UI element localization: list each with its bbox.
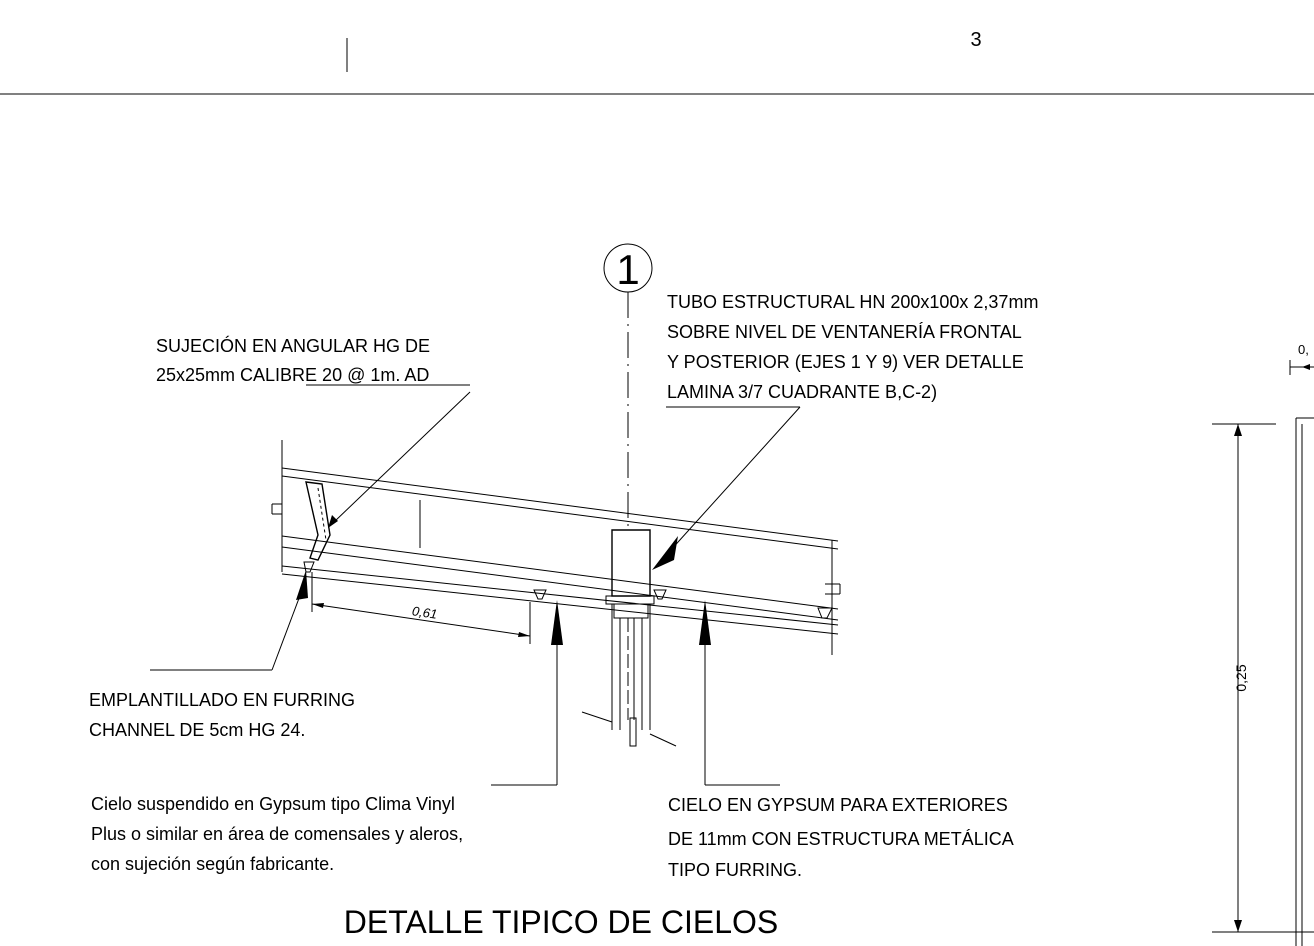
note-line: CIELO EN GYPSUM PARA EXTERIORES — [668, 795, 1008, 815]
angle-bracket — [303, 481, 331, 573]
page-number: 3 — [970, 29, 981, 51]
note-emplantillado: EMPLANTILLADO EN FURRING CHANNEL DE 5cm … — [89, 690, 355, 740]
note-line: EMPLANTILLADO EN FURRING — [89, 690, 355, 710]
top-dimension-label: 0, — [1298, 342, 1309, 357]
note-line: LAMINA 3/7 CUADRANTE B,C-2) — [667, 382, 937, 402]
spacing-dimension-label: 0,61 — [411, 603, 438, 621]
leader-tubo — [652, 406, 801, 570]
leader-cielo-exterior — [699, 600, 780, 786]
note-line: SUJECIÓN EN ANGULAR HG DE — [156, 335, 430, 356]
right-section — [1212, 360, 1314, 946]
spacing-dimension — [311, 572, 531, 644]
structural-tube — [581, 529, 677, 747]
note-line: DE 11mm CON ESTRUCTURA METÁLICA — [668, 829, 1014, 849]
drawing-title: DETALLE TIPICO DE CIELOS — [344, 904, 779, 940]
note-line: Y POSTERIOR (EJES 1 Y 9) VER DETALLE — [667, 352, 1024, 372]
height-dimension-label: 0,25 — [1233, 664, 1249, 691]
furring-channel — [533, 589, 547, 600]
axis-marker-label: 1 — [616, 246, 639, 293]
note-sujecion: SUJECIÓN EN ANGULAR HG DE 25x25mm CALIBR… — [156, 335, 430, 385]
note-line: con sujeción según fabricante. — [91, 854, 334, 874]
note-cielo-suspendido: Cielo suspendido en Gypsum tipo Clima Vi… — [91, 794, 463, 874]
furring-channel — [817, 607, 833, 619]
note-cielo-exterior: CIELO EN GYPSUM PARA EXTERIORES DE 11mm … — [668, 795, 1014, 880]
note-line: TUBO ESTRUCTURAL HN 200x100x 2,37mm — [667, 292, 1038, 312]
note-tubo: TUBO ESTRUCTURAL HN 200x100x 2,37mm SOBR… — [667, 292, 1038, 402]
furring-channel — [653, 589, 667, 600]
note-line: CHANNEL DE 5cm HG 24. — [89, 720, 305, 740]
leader-sujecion — [306, 384, 471, 528]
note-line: 25x25mm CALIBRE 20 @ 1m. AD — [156, 365, 429, 385]
leader-emplantillado — [150, 570, 308, 671]
note-line: Cielo suspendido en Gypsum tipo Clima Vi… — [91, 794, 455, 814]
leader-cielo-suspendido — [491, 600, 563, 786]
note-line: SOBRE NIVEL DE VENTANERÍA FRONTAL — [667, 322, 1022, 342]
roof-structure — [271, 440, 841, 655]
note-line: TIPO FURRING. — [668, 860, 802, 880]
note-line: Plus o similar en área de comensales y a… — [91, 824, 463, 844]
